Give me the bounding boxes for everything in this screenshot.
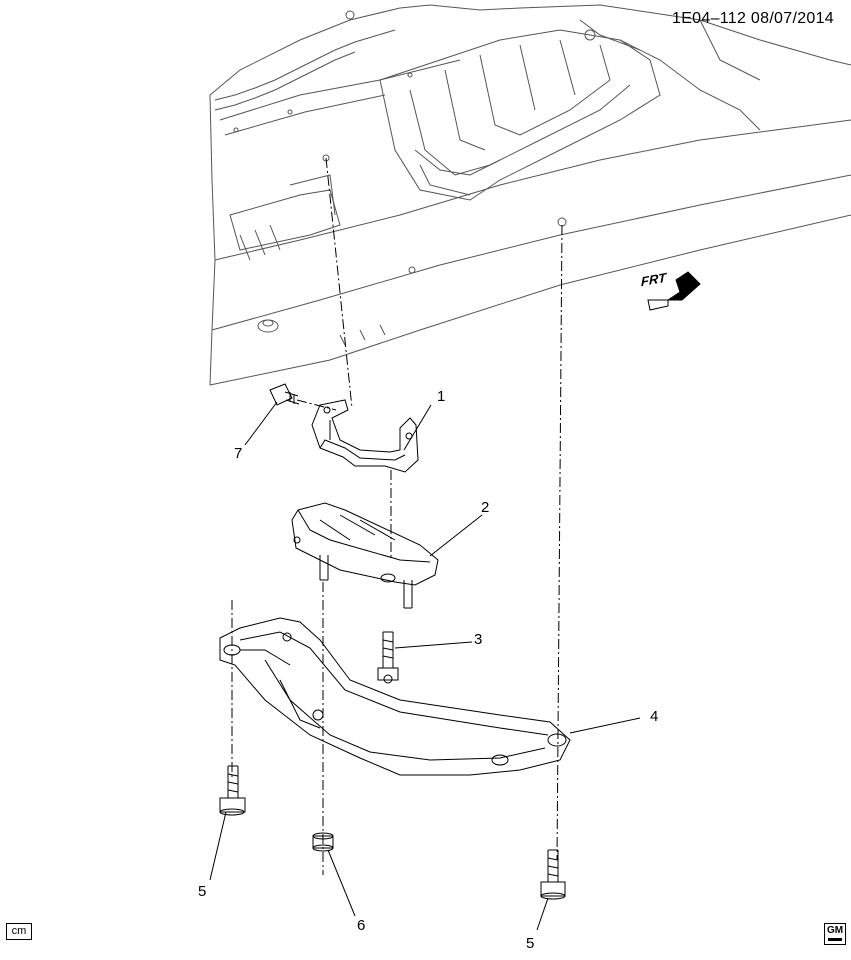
forward-arrow-icon: [647, 271, 701, 311]
callout-7: 7: [234, 445, 243, 462]
drawing-id-stamp: 1E04–112 08/07/2014: [672, 10, 834, 27]
crossmember-part-4: [219, 617, 571, 776]
leader-lines: [209, 401, 641, 931]
bolt-part-3: [377, 631, 399, 684]
bracket-part-1: [311, 399, 419, 473]
bolt-part-7: [269, 383, 300, 406]
callout-5-right: 5: [526, 935, 535, 952]
assembly-centerlines: [231, 157, 563, 875]
callout-1: 1: [437, 388, 446, 405]
callout-2: 2: [481, 499, 490, 516]
gm-logo: GM: [824, 923, 846, 945]
bolt-part-5-left: [219, 765, 246, 816]
unit-badge: cm: [6, 923, 32, 940]
nut-part-6: [312, 832, 334, 852]
mount-part-2: [291, 502, 439, 609]
callout-3: 3: [474, 631, 483, 648]
callout-6: 6: [357, 917, 366, 934]
callout-5-left: 5: [198, 883, 207, 900]
bolt-part-5-right: [540, 849, 566, 900]
vehicle-underbody: [209, 4, 851, 386]
gm-logo-text: GM: [826, 925, 844, 936]
callout-4: 4: [650, 708, 659, 725]
